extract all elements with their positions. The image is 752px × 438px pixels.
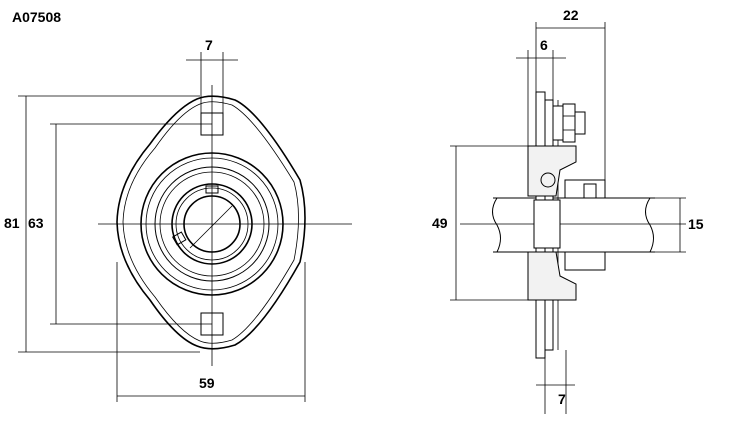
bolt-end bbox=[574, 111, 586, 135]
dim-bolt-hole-width: 7 bbox=[205, 37, 213, 53]
shaft-break-left bbox=[492, 197, 501, 253]
set-screw-side-view bbox=[583, 183, 597, 199]
dim-center-height: 49 bbox=[432, 215, 448, 231]
bearing-ball bbox=[540, 172, 556, 188]
bore-diagonal bbox=[189, 205, 233, 249]
dim-overall-width: 59 bbox=[199, 375, 215, 391]
part-code-label: A07508 bbox=[12, 9, 61, 25]
set-screw-side bbox=[171, 231, 187, 246]
front-view: 7 81 63 59 bbox=[4, 37, 352, 402]
dim-bolt-spacing: 63 bbox=[28, 215, 44, 231]
shaft-break-right bbox=[645, 197, 654, 253]
side-view: 22 6 49 15 7 bbox=[432, 7, 704, 414]
dim-overall-depth: 22 bbox=[563, 7, 579, 23]
inner-ring bbox=[533, 199, 561, 249]
housing-upper bbox=[527, 145, 577, 197]
dim-shaft-diameter: 15 bbox=[688, 216, 704, 232]
bolt-nut bbox=[562, 103, 576, 143]
collar-lower bbox=[564, 251, 606, 271]
dim-bottom-offset: 7 bbox=[558, 391, 566, 407]
flange-outline bbox=[116, 95, 306, 350]
dim-overall-height: 81 bbox=[4, 215, 20, 231]
dim-flange-thickness: 6 bbox=[540, 37, 548, 53]
bolt-head bbox=[552, 105, 564, 141]
flange-inner-line bbox=[122, 101, 299, 344]
